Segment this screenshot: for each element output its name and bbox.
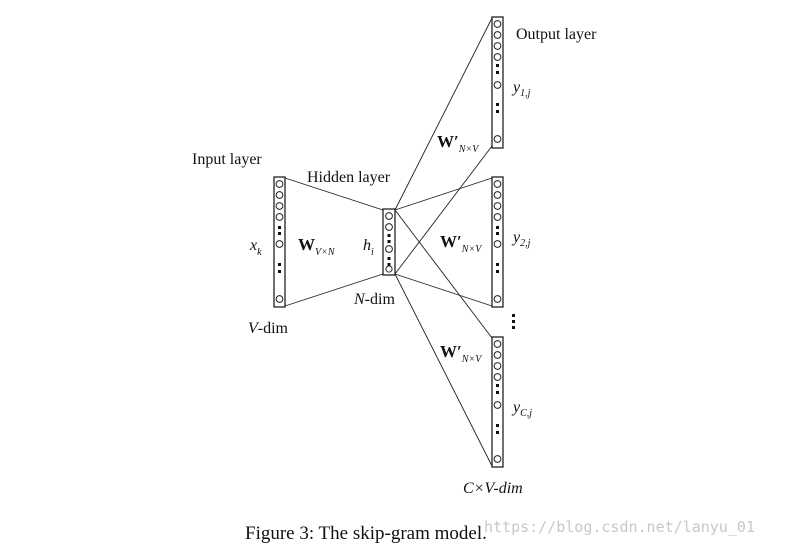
ellipsis-dot bbox=[387, 263, 391, 266]
output-node bbox=[493, 20, 502, 28]
hidden-to-outputC-bottom-wire bbox=[394, 273, 493, 467]
hidden-to-output1-bottom-wire bbox=[394, 145, 493, 275]
ellipsis-dot bbox=[496, 226, 499, 229]
hidden-node bbox=[385, 265, 393, 273]
ellipsis-dot bbox=[496, 103, 499, 106]
input-node bbox=[275, 213, 284, 221]
hidden-layer-column bbox=[382, 208, 396, 276]
output2-variable-label: y2,j bbox=[511, 229, 531, 249]
ellipsis-dot bbox=[496, 263, 499, 266]
hidden-node-i bbox=[385, 245, 393, 253]
output-node bbox=[493, 42, 502, 50]
ellipsis-dot bbox=[278, 226, 281, 229]
input-layer-column bbox=[273, 176, 286, 308]
hidden-dim-label: N-dim bbox=[353, 291, 395, 308]
output-node bbox=[493, 455, 502, 463]
input-node bbox=[275, 202, 284, 210]
ellipsis-dot bbox=[496, 232, 499, 235]
output-node-j bbox=[493, 81, 502, 89]
ellipsis-dot bbox=[278, 232, 281, 235]
ellipsis-dot bbox=[387, 257, 391, 260]
ellipsis-dot bbox=[278, 270, 281, 273]
connections bbox=[284, 17, 493, 467]
input-node bbox=[275, 295, 284, 303]
input-to-hidden-bottom-wire bbox=[284, 273, 384, 307]
output-layer-C-column bbox=[491, 336, 504, 468]
hidden-layer-label: Hidden layer bbox=[307, 169, 391, 186]
output-ellipsis bbox=[512, 314, 515, 329]
ellipsis-dot bbox=[496, 424, 499, 427]
input-to-hidden-top-wire bbox=[284, 177, 384, 211]
output-node bbox=[493, 53, 502, 61]
hidden-to-output2-top-wire bbox=[394, 177, 493, 211]
input-node-k bbox=[275, 240, 284, 248]
figure-caption: Figure 3: The skip-gram model. bbox=[245, 523, 487, 544]
ellipsis-dot bbox=[496, 391, 499, 394]
output1-variable-label: y1,j bbox=[511, 79, 531, 99]
hidden-to-output1-top-wire bbox=[394, 17, 493, 211]
output-node bbox=[493, 135, 502, 143]
ellipsis-dot bbox=[278, 263, 281, 266]
output-dim-label: C×V-dim bbox=[463, 480, 523, 497]
hidden-node bbox=[385, 212, 393, 220]
output-node bbox=[493, 295, 502, 303]
output-layer-label: Output layer bbox=[516, 26, 597, 43]
output-node bbox=[493, 213, 502, 221]
output-node bbox=[493, 31, 502, 39]
output-node bbox=[493, 202, 502, 210]
hidden-variable-label: hi bbox=[363, 237, 374, 258]
output-node bbox=[493, 362, 502, 370]
output-node-j bbox=[493, 401, 502, 409]
input-node bbox=[275, 180, 284, 188]
ellipsis-dot bbox=[496, 270, 499, 273]
ellipsis-dot bbox=[387, 234, 391, 237]
output-node-j bbox=[493, 240, 502, 248]
output-layer-2-column bbox=[491, 176, 504, 308]
output-layer-1-column bbox=[491, 16, 504, 149]
ellipsis-dot bbox=[387, 240, 391, 243]
output-node bbox=[493, 340, 502, 348]
output1-weight-label: W′N×V bbox=[437, 132, 480, 155]
outputC-weight-label: W′N×V bbox=[440, 342, 483, 365]
output-node bbox=[493, 180, 502, 188]
outputC-variable-label: yC,j bbox=[511, 399, 532, 419]
input-variable-label: xk bbox=[249, 237, 262, 258]
ellipsis-dot bbox=[496, 64, 499, 67]
input-dim-label: V-dim bbox=[248, 320, 289, 337]
output-node bbox=[493, 373, 502, 381]
hidden-node bbox=[385, 223, 393, 231]
watermark: https://blog.csdn.net/lanyu_01 bbox=[484, 518, 755, 536]
output-node bbox=[493, 351, 502, 359]
ellipsis-dot bbox=[496, 384, 499, 387]
hidden-to-output2-bottom-wire bbox=[394, 273, 493, 307]
input-layer-label: Input layer bbox=[192, 151, 262, 168]
hidden-to-outputC-top-wire bbox=[394, 209, 493, 339]
ellipsis-dot bbox=[496, 71, 499, 74]
input-node bbox=[275, 191, 284, 199]
input-weight-label: WV×N bbox=[298, 235, 336, 258]
output-node bbox=[493, 191, 502, 199]
output2-weight-label: W′N×V bbox=[440, 232, 483, 255]
ellipsis-dot bbox=[496, 110, 499, 113]
ellipsis-dot bbox=[496, 431, 499, 434]
